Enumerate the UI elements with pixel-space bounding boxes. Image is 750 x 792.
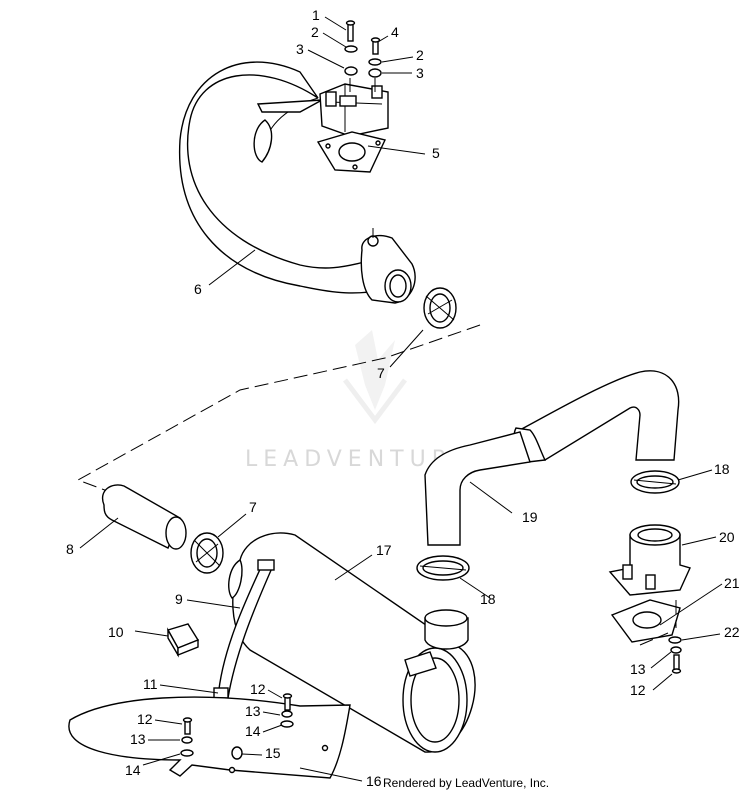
callout-10: 10 <box>108 624 124 640</box>
clamp-7-left <box>190 532 224 574</box>
callout-16: 16 <box>366 773 382 789</box>
callout-15: 15 <box>265 745 281 761</box>
hardware-right <box>639 600 682 674</box>
callout-13: 13 <box>245 703 261 719</box>
callout-13: 13 <box>130 731 146 747</box>
callout-6: 6 <box>194 281 202 297</box>
callout-18: 18 <box>480 591 496 607</box>
callout-17: 17 <box>376 542 392 558</box>
rubber-pad-10 <box>166 623 200 658</box>
clamp-18-lower <box>416 555 470 581</box>
mounting-bracket-16 <box>68 696 351 779</box>
callout-22: 22 <box>724 624 740 640</box>
gasket-21 <box>610 599 681 643</box>
callout-12: 12 <box>137 711 153 727</box>
credit-text: Rendered by LeadVenture, Inc. <box>383 776 549 790</box>
callouts: 1 2 3 4 2 3 5 6 7 7 8 9 10 11 12 12 13 1… <box>66 7 740 789</box>
callout-1: 1 <box>312 7 320 23</box>
clamp-7-top <box>423 287 457 329</box>
callout-7: 7 <box>249 499 257 515</box>
callout-7: 7 <box>377 365 385 381</box>
callout-8: 8 <box>66 541 74 557</box>
callout-3: 3 <box>296 41 304 57</box>
callout-2: 2 <box>416 47 424 63</box>
pipe-adapter-20 <box>608 524 691 596</box>
connection-line <box>76 324 481 493</box>
pipe-flange-mount <box>319 83 389 137</box>
header-pipe <box>178 61 416 304</box>
callout-19: 19 <box>522 509 538 525</box>
callout-13: 13 <box>630 661 646 677</box>
callout-11: 11 <box>143 676 158 692</box>
bolts-washers-top <box>344 20 382 94</box>
inlet-tube-8 <box>101 484 187 550</box>
callout-18: 18 <box>714 461 730 477</box>
flange-gasket-5 <box>316 131 386 173</box>
leader-lines <box>79 16 723 782</box>
callout-12: 12 <box>630 682 646 698</box>
callout-4: 4 <box>391 24 399 40</box>
bracket-hardware <box>180 693 294 760</box>
clamp-18-upper <box>630 470 680 494</box>
muffler-17 <box>228 532 476 753</box>
callout-3: 3 <box>416 65 424 81</box>
tailpipe-19 <box>424 370 680 546</box>
callout-12: 12 <box>250 681 266 697</box>
callout-2: 2 <box>311 24 319 40</box>
callout-14: 14 <box>245 723 261 739</box>
callout-20: 20 <box>719 529 735 545</box>
watermark-logo <box>343 330 407 425</box>
callout-14: 14 <box>125 762 141 778</box>
callout-9: 9 <box>175 591 183 607</box>
callout-21: 21 <box>724 575 740 591</box>
callout-5: 5 <box>432 145 440 161</box>
